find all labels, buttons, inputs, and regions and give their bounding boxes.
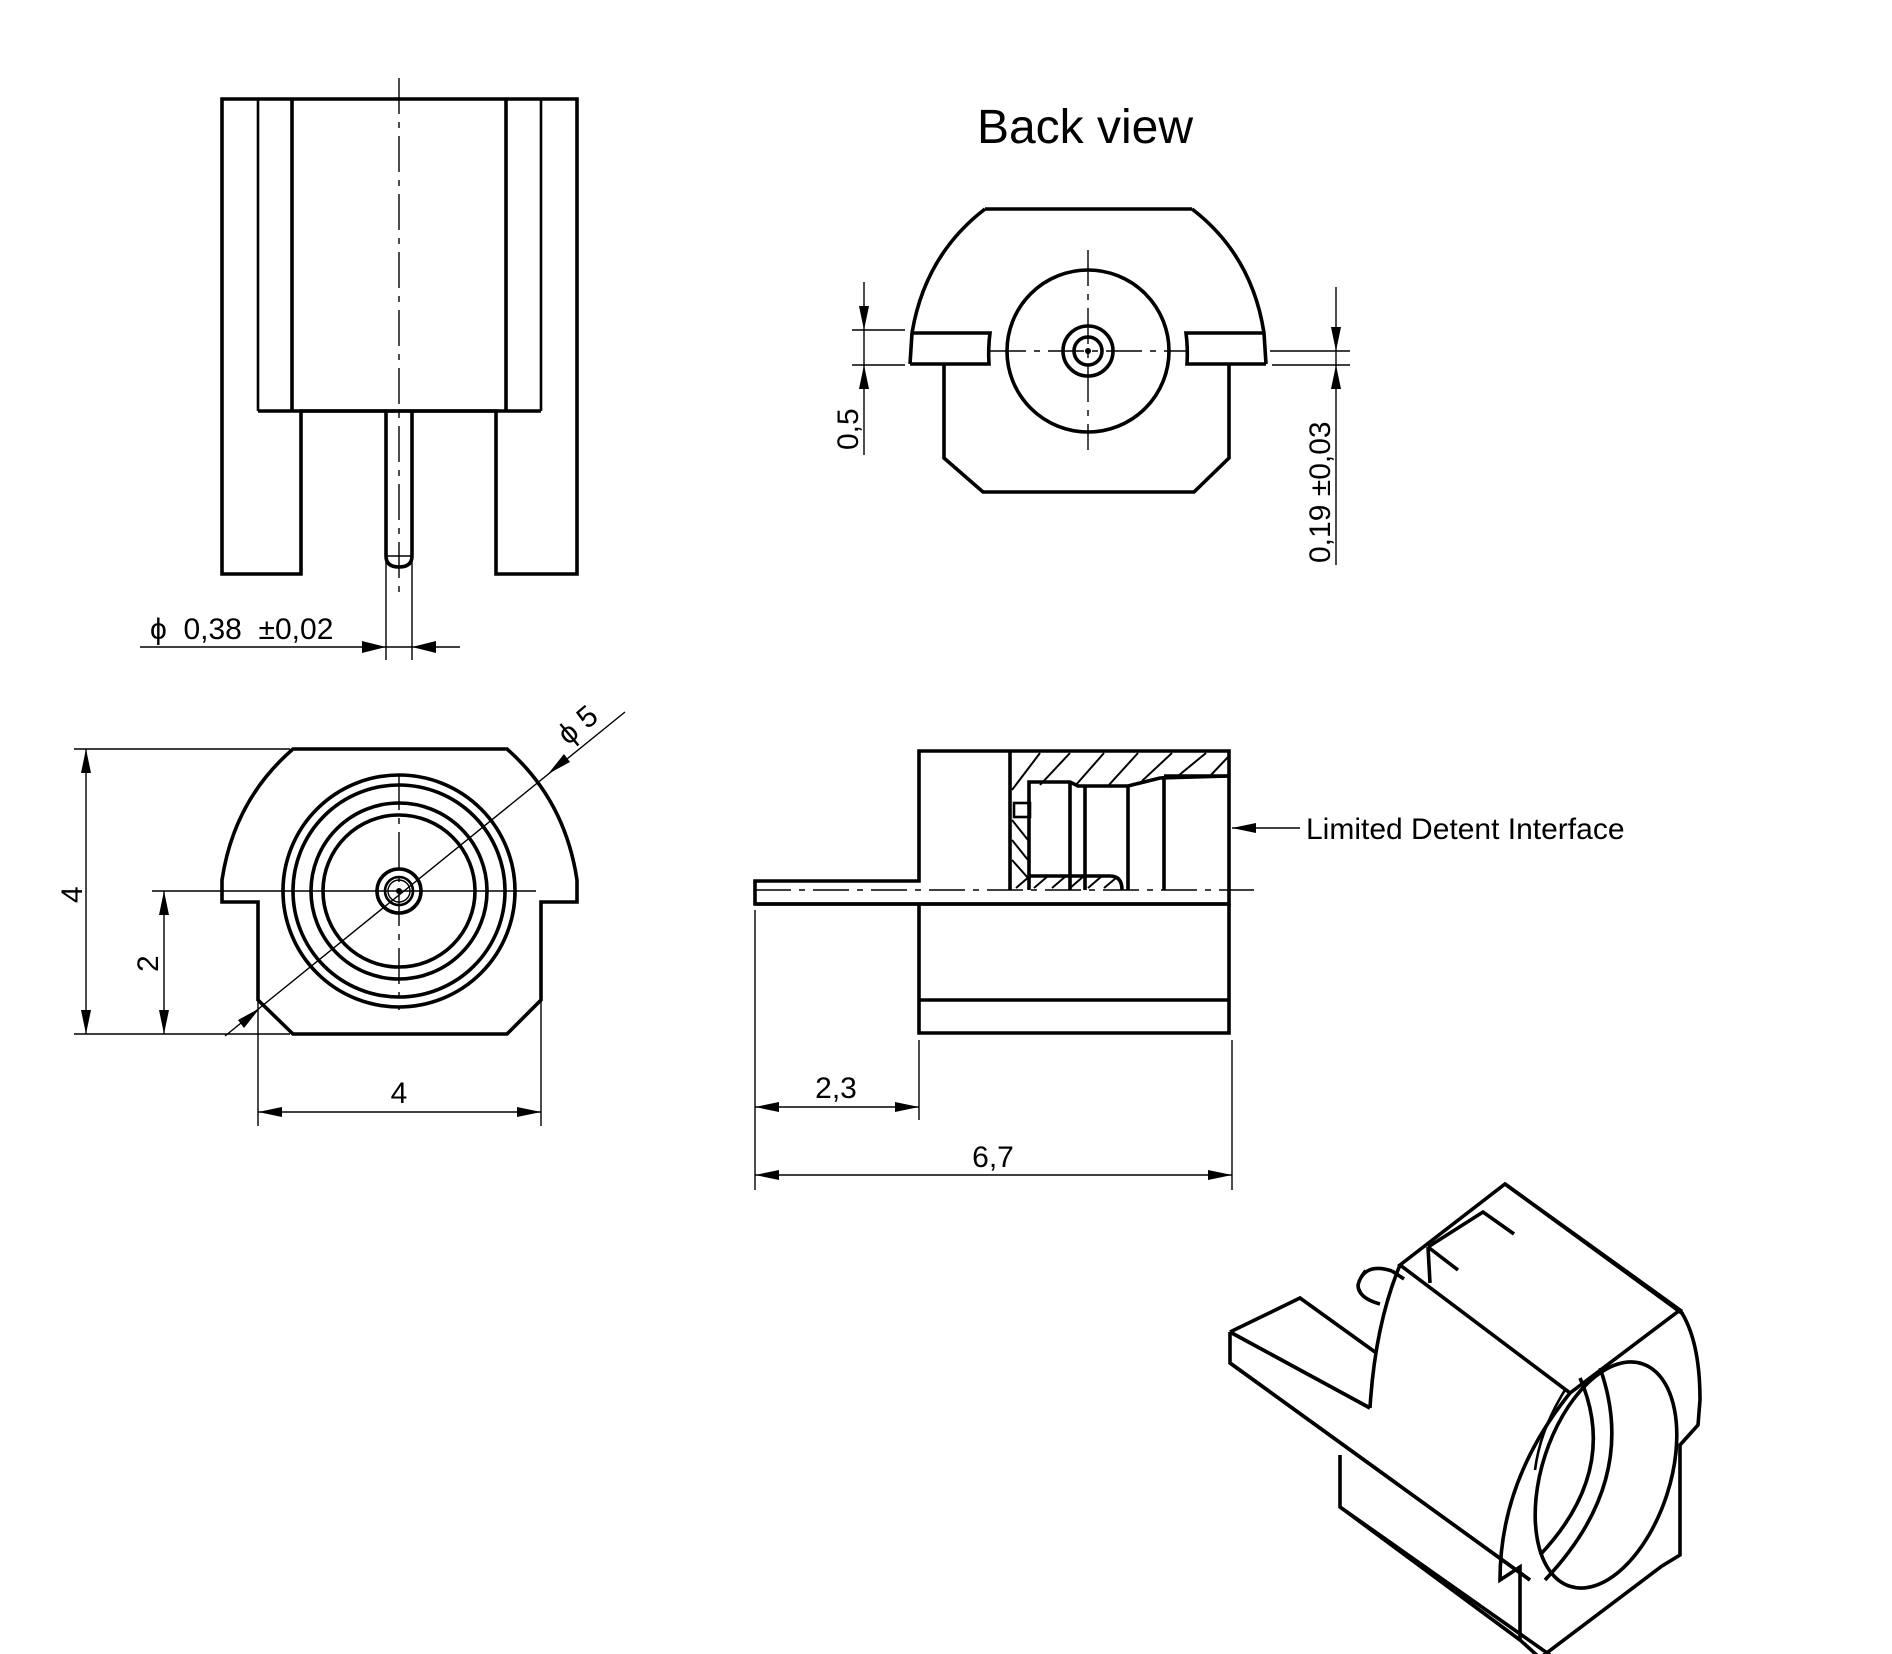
iso-left-arc: [1368, 1264, 1402, 1409]
back-view-upper-body-right: [1190, 207, 1268, 365]
total-length-arrow-left: [755, 1170, 779, 1180]
top-view-outer-body: [220, 97, 579, 576]
iso-flange-underside: [1228, 1361, 1532, 1582]
back-view-title: Back view: [977, 101, 1193, 154]
diameter-label: ϕ 5: [551, 699, 604, 751]
diameter-arrow-upper: [548, 754, 570, 774]
slot-height-arrow-bottom: [859, 365, 869, 389]
iso-front-face: [1498, 1309, 1702, 1654]
center-height-arrow-top: [159, 891, 169, 915]
iso-pin: [1356, 1266, 1405, 1306]
flange-length-arrow-left: [755, 1102, 779, 1112]
pin-diameter-label: ϕ 0,38 ±0,02: [150, 613, 333, 646]
isometric-view: [1228, 1181, 1702, 1654]
front-view-outline: [220, 747, 579, 1036]
iso-lower-body: [1338, 1455, 1552, 1654]
center-height-label: 2: [132, 955, 165, 972]
section-lower-body: [917, 904, 1231, 1035]
total-length-arrow-right: [1208, 1170, 1232, 1180]
iso-opening-outer: [1533, 1360, 1679, 1590]
flange-length-label: 2,3: [815, 1072, 857, 1105]
section-view: Limited Detent Interface 2,3 6,7: [753, 749, 1625, 1190]
height-arrow-bottom: [81, 1010, 91, 1034]
center-height-arrow-bottom: [159, 1010, 169, 1034]
back-view-upper-body-left: [908, 207, 987, 365]
iso-pin-cap: [1358, 1269, 1367, 1299]
height-label: 4: [56, 886, 89, 903]
width-arrow-left: [258, 1107, 282, 1117]
callout-label: Limited Detent Interface: [1306, 813, 1625, 846]
iso-opening-inner: [1533, 1389, 1567, 1471]
slot-offset-arrow-bottom: [1331, 365, 1341, 389]
total-length-label: 6,7: [972, 1141, 1014, 1174]
slot-height-label: 0,5: [832, 408, 865, 450]
height-arrow-top: [81, 749, 91, 773]
callout-arrow: [1232, 823, 1256, 833]
section-insulator: [1027, 774, 1230, 890]
slot-offset-label: 0,19 ±0,03: [1304, 421, 1337, 563]
width-label: 4: [391, 1077, 408, 1110]
flange-length-arrow-right: [895, 1102, 919, 1112]
back-view: Back view 0,5 0,19 ±0,03: [832, 101, 1350, 565]
back-view-lower-body: [942, 364, 1231, 494]
slot-offset-arrow-top: [1331, 327, 1341, 351]
pin-dimension-arrow-left: [362, 641, 386, 653]
section-contact-lip: [1029, 874, 1124, 891]
section-hatching: [1011, 752, 1230, 889]
pin-dimension-arrow-right: [412, 641, 436, 653]
iso-opening-thread-1: [1538, 1377, 1596, 1557]
iso-opening-thread-2: [1543, 1367, 1614, 1582]
width-arrow-right: [517, 1107, 541, 1117]
iso-top-back-edge: [1503, 1182, 1685, 1316]
diameter-arrow-lower: [238, 1008, 260, 1028]
back-view-slot-left: [910, 331, 993, 366]
front-view: ϕ 5 4 2 4: [56, 699, 626, 1126]
back-view-pin-center: [1085, 348, 1091, 354]
top-view: ϕ 0,38 ±0,02: [140, 78, 579, 660]
slot-height-arrow-top: [859, 306, 869, 330]
iso-flange-top: [1229, 1330, 1371, 1410]
back-view-slot-right: [1183, 331, 1266, 366]
section-detent: [1012, 801, 1032, 819]
iso-back-tab: [1426, 1209, 1516, 1284]
section-upper-outline: [753, 749, 1231, 906]
